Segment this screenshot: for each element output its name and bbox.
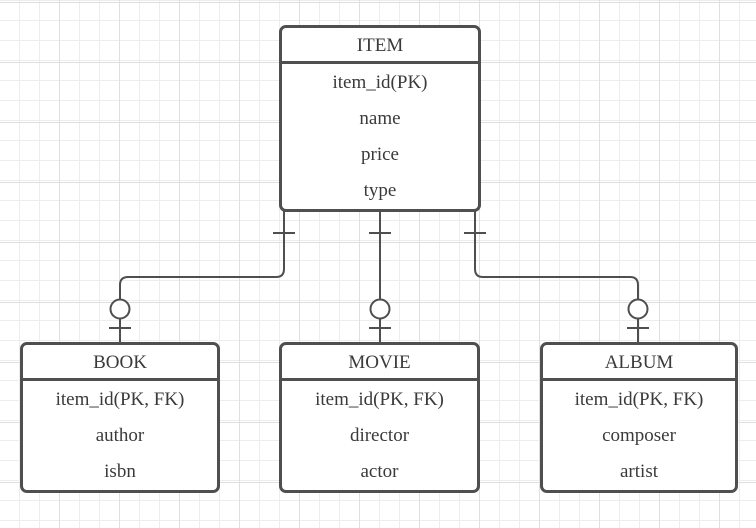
cardinality-zero-circle-movie [369, 298, 391, 320]
connector-group [109, 211, 649, 342]
field-item-name: name [359, 107, 401, 129]
field-item-item-id: item_id(PK) [332, 71, 428, 93]
cardinality-zero-circle-album [627, 298, 649, 320]
cardinality-zero-circle-book [109, 298, 131, 320]
entity-book-title: BOOK [23, 345, 217, 381]
entity-book[interactable]: BOOK item_id(PK, FK) author isbn [20, 342, 220, 493]
field-movie-actor: actor [360, 461, 399, 483]
field-book-item-id: item_id(PK, FK) [55, 388, 185, 410]
entity-book-fields: item_id(PK, FK) author isbn [23, 381, 217, 490]
entity-item-title: ITEM [282, 28, 478, 64]
entity-movie-title: MOVIE [282, 345, 477, 381]
field-item-type: type [363, 180, 397, 202]
field-book-author: author [95, 424, 145, 446]
field-movie-director: director [349, 424, 410, 446]
field-album-artist: artist [620, 461, 658, 483]
entity-item[interactable]: ITEM item_id(PK) name price type [279, 25, 481, 212]
field-item-price: price [361, 144, 399, 166]
entity-movie[interactable]: MOVIE item_id(PK, FK) director actor [279, 342, 480, 493]
entity-album-title: ALBUM [543, 345, 735, 381]
entity-movie-fields: item_id(PK, FK) director actor [282, 381, 477, 490]
connector-item-book[interactable] [119, 211, 285, 342]
field-album-item-id: item_id(PK, FK) [574, 388, 704, 410]
field-book-isbn: isbn [104, 461, 136, 483]
entity-item-fields: item_id(PK) name price type [282, 64, 478, 209]
entity-album-fields: item_id(PK, FK) composer artist [543, 381, 735, 490]
entity-album[interactable]: ALBUM item_id(PK, FK) composer artist [540, 342, 738, 493]
field-album-composer: composer [602, 424, 676, 446]
field-movie-item-id: item_id(PK, FK) [315, 388, 444, 410]
connector-item-album[interactable] [474, 211, 639, 342]
